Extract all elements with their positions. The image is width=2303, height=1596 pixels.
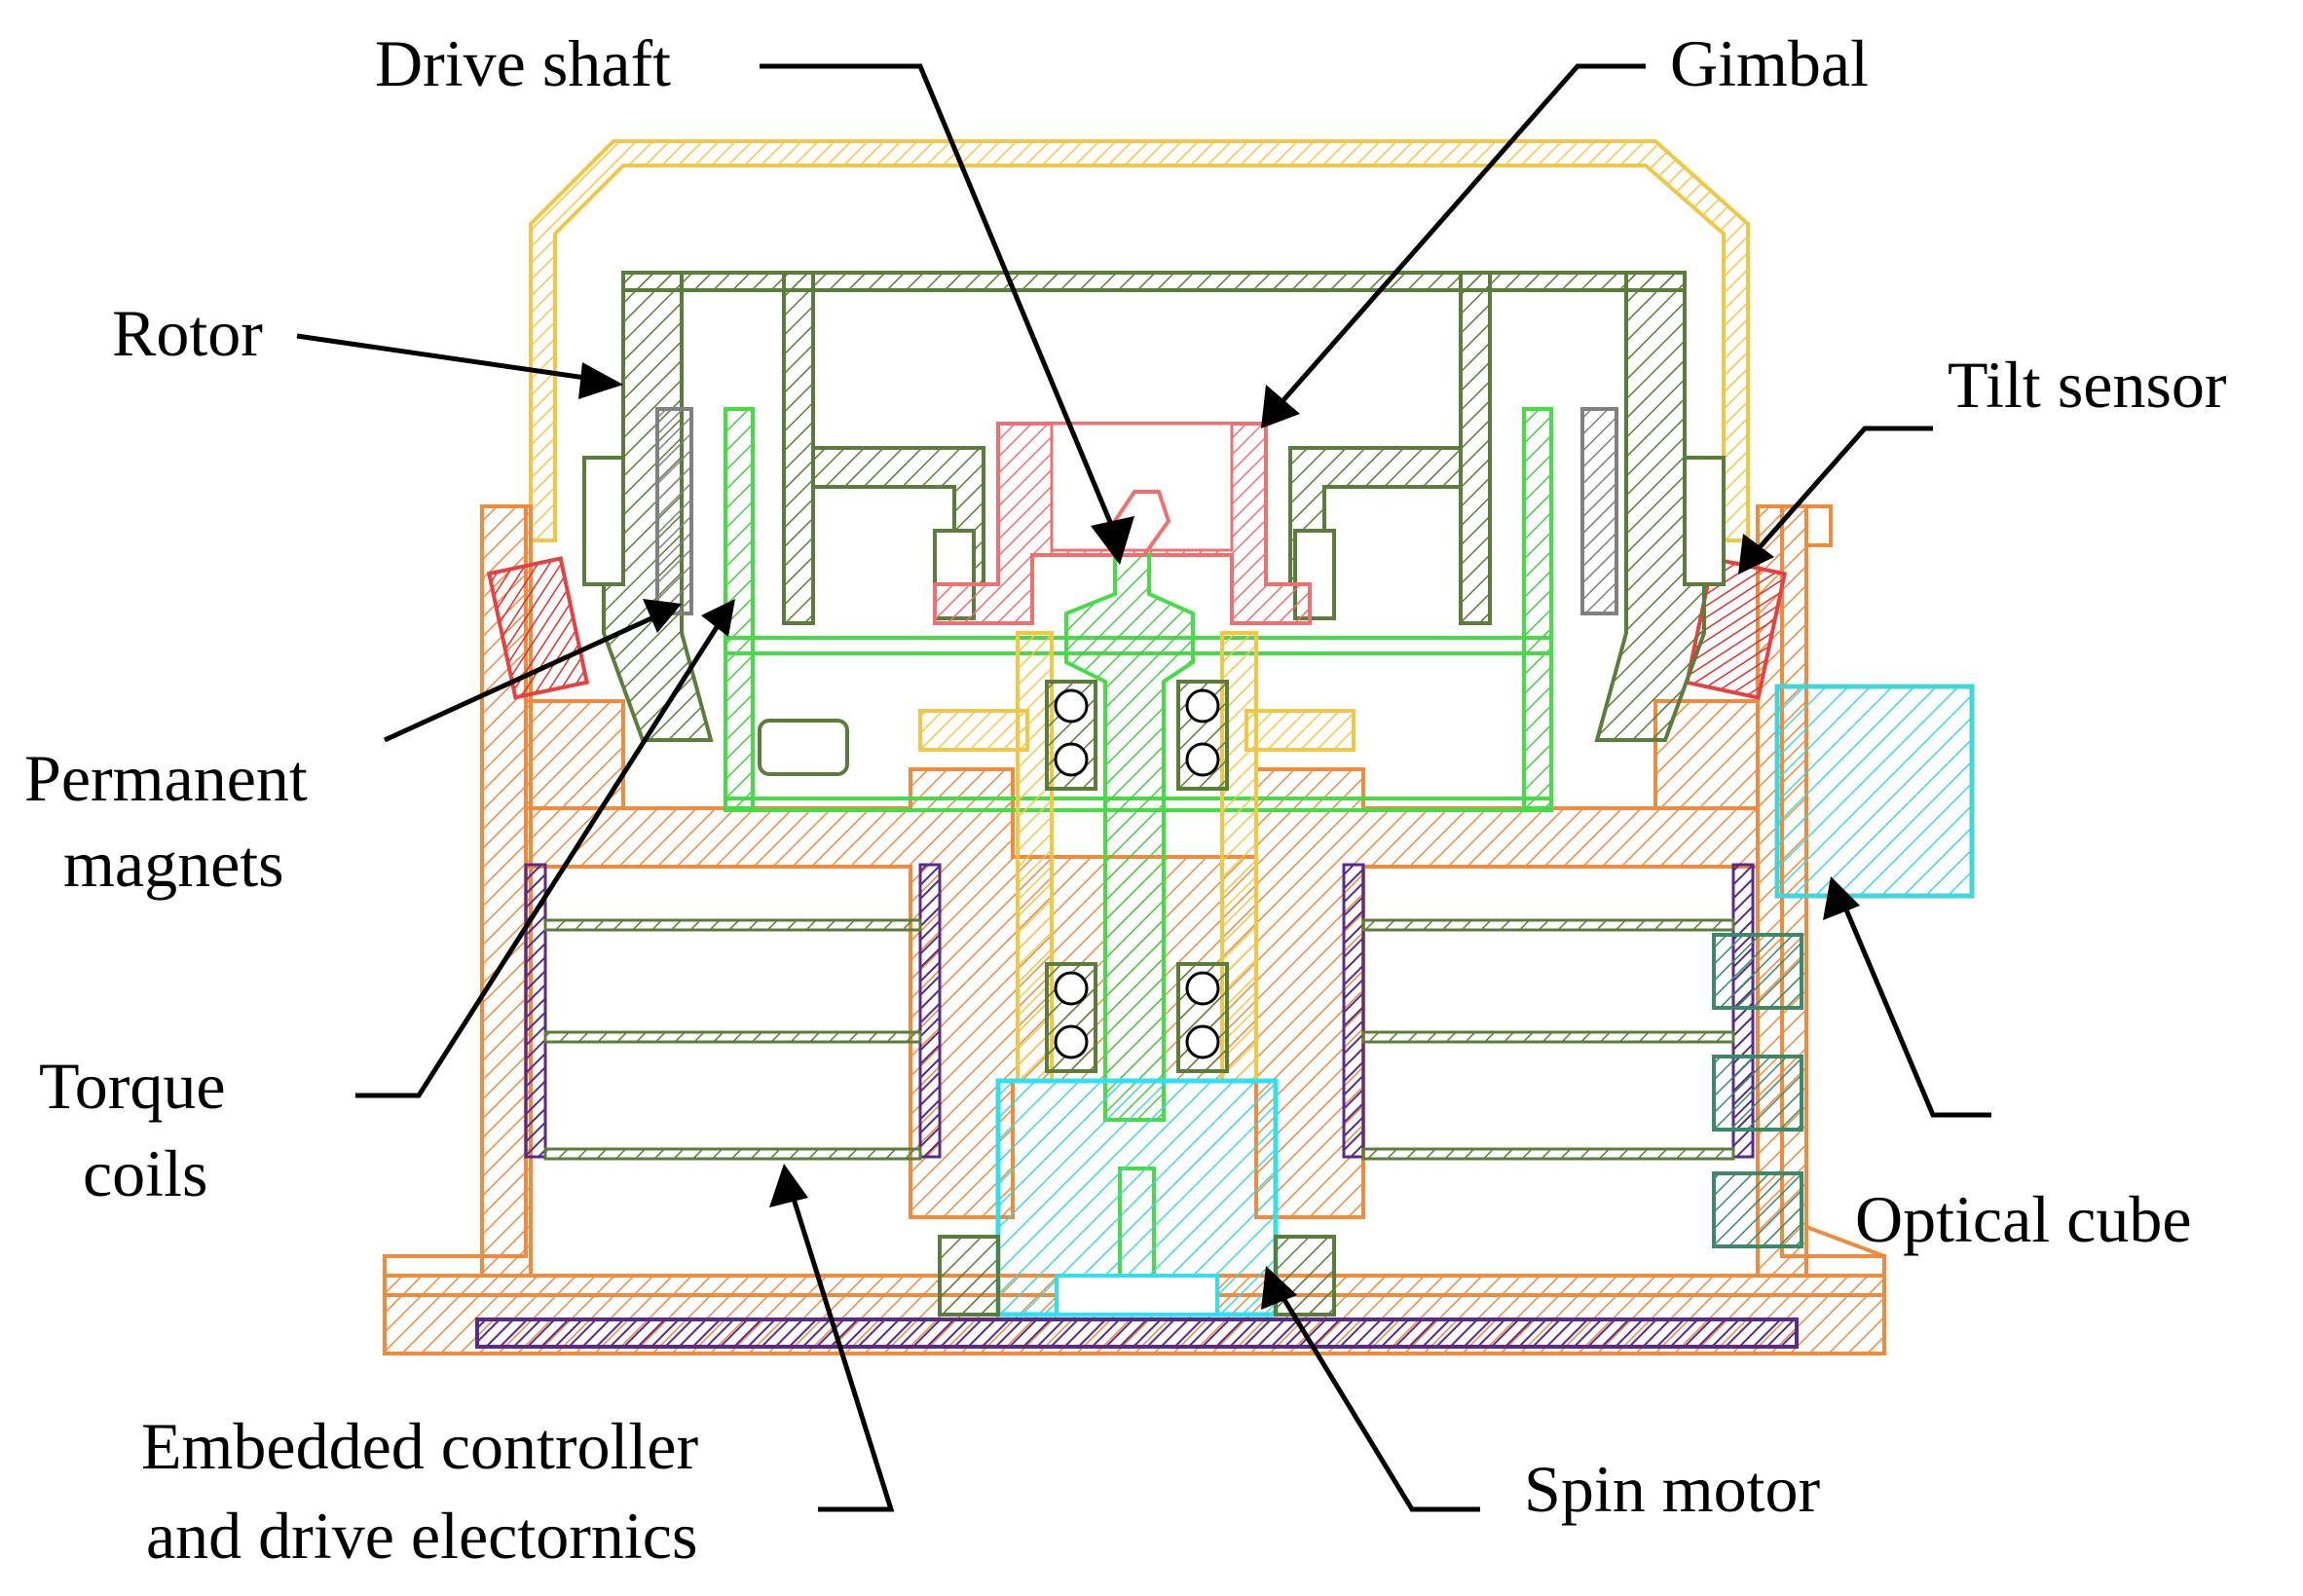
permanent-magnet-left — [655, 407, 693, 615]
label-torque-coils-line2: coils — [83, 1136, 207, 1210]
arrowhead-optical-cube — [1823, 876, 1860, 920]
leader-embedded — [786, 1182, 895, 1512]
shaft-housing — [918, 631, 1356, 1083]
label-tilt-sensor: Tilt sensor — [1948, 348, 2227, 422]
leader-tilt-sensor — [1751, 426, 1933, 557]
label-permanent-magnets-line1: Permanent — [24, 741, 308, 815]
bearing-lower-right — [1176, 962, 1229, 1073]
label-torque-coils-line1: Torque — [39, 1049, 226, 1123]
side-connectors — [1712, 933, 1803, 1248]
leader-gimbal — [1274, 63, 1646, 411]
bearing-upper-right — [1176, 680, 1229, 791]
optical-cube — [1774, 684, 1975, 899]
rotor — [582, 271, 1726, 742]
arrowhead-drive-shaft — [1091, 516, 1134, 565]
leader-drive-shaft — [760, 63, 1123, 546]
spin-motor — [938, 1078, 1336, 1318]
leader-lines — [296, 63, 1991, 1512]
bearing-upper-left — [1045, 680, 1097, 791]
electronics-boards — [475, 863, 1799, 1349]
tilt-sensor-left — [486, 556, 590, 700]
arrowhead-gimbal — [1261, 385, 1300, 428]
label-gimbal: Gimbal — [1670, 26, 1869, 100]
leader-permanent-magnets — [383, 611, 664, 743]
label-drive-shaft: Drive shaft — [375, 26, 671, 100]
permanent-magnet-right — [1580, 407, 1618, 615]
arrowhead-permanent-magnets — [643, 599, 682, 633]
label-permanent-magnets-line2: magnets — [63, 827, 284, 901]
arrowhead-tilt-sensor — [1738, 534, 1774, 575]
leader-optical-cube — [1838, 895, 1991, 1118]
arrowhead-torque-coils — [701, 599, 735, 637]
arrowhead-rotor — [578, 362, 623, 399]
leader-torque-coils — [355, 612, 728, 1098]
arrowhead-embedded — [769, 1164, 808, 1207]
leader-rotor — [296, 333, 600, 383]
label-spin-motor: Spin motor — [1524, 1452, 1820, 1526]
label-embedded-line2: and drive electornics — [146, 1499, 697, 1573]
label-embedded-line1: Embedded controller — [141, 1409, 698, 1483]
label-optical-cube: Optical cube — [1855, 1182, 2192, 1256]
label-rotor: Rotor — [112, 296, 263, 370]
bearing-lower-left — [1045, 962, 1097, 1073]
leader-spin-motor — [1273, 1283, 1480, 1512]
arrowhead-spin-motor — [1261, 1266, 1297, 1310]
